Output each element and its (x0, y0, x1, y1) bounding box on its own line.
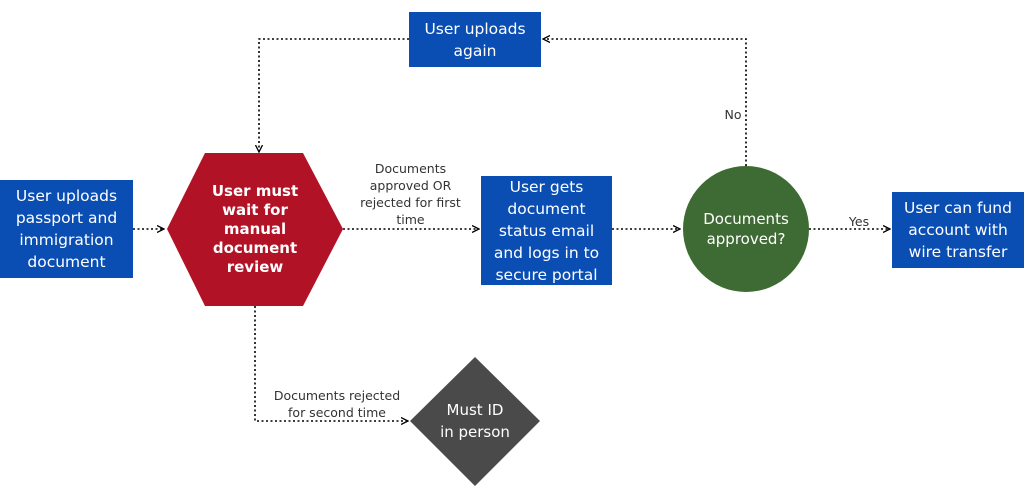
node-manual-review-label: User must wait for manual document revie… (211, 181, 299, 276)
edge-label-second-time: Documents rejected for second time (273, 388, 401, 420)
approved-decision-circle (683, 166, 809, 292)
edge-label-no: No (724, 107, 742, 122)
id-in-person-diamond (410, 357, 540, 486)
node-user-can-fund-account-label: User can fund account with wire transfer (904, 199, 1012, 261)
node-user-can-fund-account: User can fund account with wire transfer (892, 192, 1024, 268)
node-user-uploads-again-label: User uploads again (424, 19, 526, 60)
node-must-id-in-person-label: Must ID in person (440, 401, 510, 441)
connector-upload-again-to-review (259, 38, 409, 151)
node-user-uploads-passport: User uploads passport and immigration do… (0, 180, 133, 278)
connector-review-to-id-in-person (254, 306, 407, 421)
connector-decision-to-upload-again (544, 39, 747, 166)
review-hexagon (167, 153, 343, 306)
node-user-uploads-again: User uploads again (409, 12, 541, 67)
edge-label-yes: Yes (848, 214, 870, 229)
node-documents-approved-label: Documents approved? (703, 210, 789, 248)
node-user-gets-status-email-label: User gets document status email and logs… (493, 177, 600, 284)
edge-label-first-time: Documents approved OR rejected for first… (360, 161, 461, 227)
node-user-gets-status-email: User gets document status email and logs… (481, 176, 612, 285)
node-user-uploads-passport-label: User uploads passport and immigration do… (15, 187, 118, 271)
